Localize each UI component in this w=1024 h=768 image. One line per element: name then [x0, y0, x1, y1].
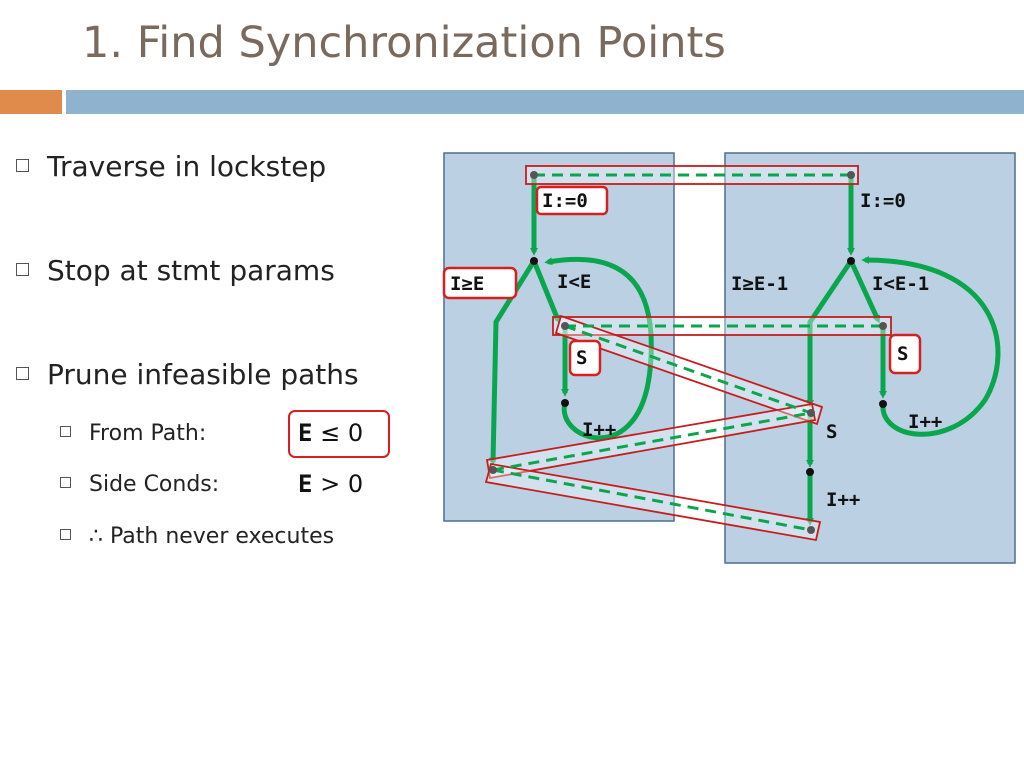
- bullet-square-icon: [16, 366, 29, 380]
- left-stmt-label-box: [568, 339, 602, 377]
- side-conds-expression: E > 0: [298, 470, 364, 498]
- left-stmt-node: [561, 322, 569, 330]
- from-path-highlight: [288, 410, 390, 458]
- left-exit-edge: [489, 259, 537, 466]
- subbullet-side-conds: Side Conds:: [60, 472, 219, 497]
- bullet-square-icon: [60, 528, 71, 540]
- bullet-square-icon: [16, 158, 29, 172]
- bullet-stop: Stop at stmt params: [16, 254, 335, 287]
- right-backedge: [861, 256, 1001, 437]
- right-cfg-edges: [806, 175, 1001, 526]
- left-exit-label-box: [442, 266, 518, 300]
- right-cfg-panel: [724, 152, 1016, 564]
- right-init-label: I:=0: [860, 190, 906, 212]
- left-incr-node: [561, 399, 569, 407]
- right-loop-entry-edge: [848, 259, 881, 324]
- left-init-label: I:=0: [542, 190, 588, 212]
- left-incr-label: I++: [582, 419, 616, 441]
- sync-line-diag-a: [564, 324, 812, 415]
- left-entry-node: [530, 171, 538, 179]
- bullet-square-icon: [60, 476, 71, 488]
- right-stmt-label-box: [888, 333, 922, 375]
- left-loop-head-node: [530, 257, 538, 265]
- right-entry-node: [847, 171, 855, 179]
- left-exit-node: [489, 466, 497, 474]
- sync-dashed-lines: [492, 173, 883, 532]
- title-underline-bar: [66, 90, 1024, 114]
- right-after-stmt-node: [807, 409, 815, 417]
- bullet-square-icon: [16, 262, 29, 276]
- right-after-incr-node: [806, 468, 814, 476]
- sync-box-init: [525, 165, 859, 185]
- bullet-square-icon: [60, 425, 71, 437]
- title-accent-bar: [0, 90, 62, 114]
- left-stmt-label: S: [576, 347, 587, 369]
- right-stmt-after-label: S: [826, 421, 837, 443]
- right-exit-edge: [806, 259, 854, 408]
- left-loop-entry-edge: [531, 260, 561, 324]
- page-title: 1. Find Synchronization Points: [82, 18, 726, 68]
- left-backedge: [544, 256, 654, 441]
- subbullet-never-executes: ∴ Path never executes: [60, 524, 334, 549]
- subbullet-from-path: From Path:: [60, 421, 206, 446]
- right-incr-node: [879, 400, 887, 408]
- right-stmt-node: [879, 322, 887, 330]
- left-exit-cond-label: I≥E: [450, 273, 484, 295]
- left-init-label-box: [535, 185, 609, 216]
- left-cfg-edges: [489, 175, 654, 466]
- right-incr-inner-label: I++: [908, 411, 942, 433]
- bullet-prune: Prune infeasible paths: [16, 358, 359, 391]
- left-loop-cond-label: I<E: [557, 271, 591, 293]
- from-path-expression: E ≤ 0: [298, 419, 364, 447]
- bullet-traverse: Traverse in lockstep: [16, 150, 326, 183]
- right-loop-head-node: [847, 257, 855, 265]
- cfg-nodes: [489, 171, 887, 534]
- sync-box-loop: [552, 316, 892, 336]
- right-exit-node: [807, 526, 815, 534]
- right-incr-after-label: I++: [826, 489, 860, 511]
- right-exit-cond-label: I≥E-1: [731, 273, 788, 295]
- right-stmt-inner-label: S: [897, 343, 908, 365]
- right-loop-cond-label: I<E-1: [872, 273, 929, 295]
